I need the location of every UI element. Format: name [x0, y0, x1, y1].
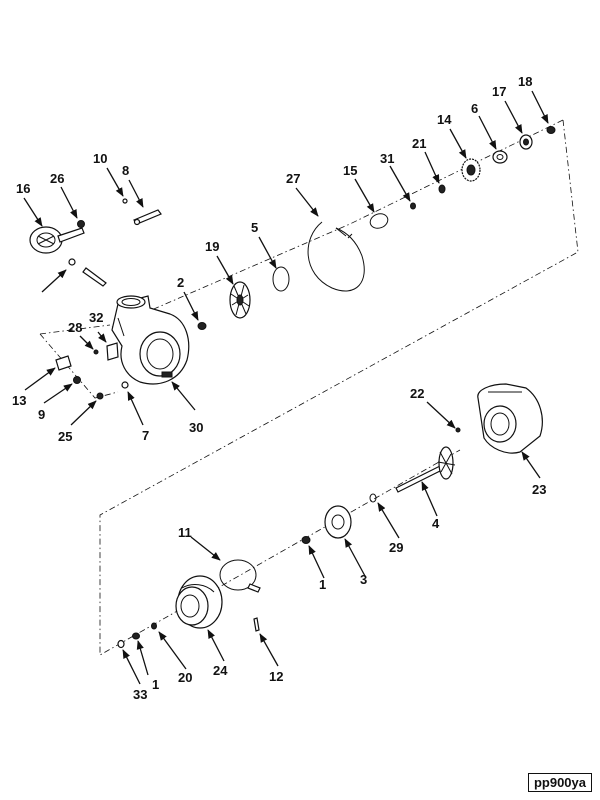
part-24-turbine-housing [175, 575, 223, 629]
part-16-actuator [29, 226, 85, 254]
part-5-snap-ring [272, 266, 290, 292]
callout-23: 23 [532, 482, 546, 497]
callout-16: 16 [16, 181, 30, 196]
actuator-link-rod [41, 258, 107, 293]
part-30-compressor-housing [111, 295, 190, 385]
callout-2: 2 [177, 275, 184, 290]
part-25-bolt [96, 392, 104, 400]
callout-13: 13 [12, 393, 26, 408]
callout-30: 30 [189, 420, 203, 435]
part-6-washer [492, 150, 508, 164]
part-1-nut-upper [301, 536, 311, 544]
part-22-screw [455, 427, 461, 433]
part-10-clip [122, 198, 128, 204]
callout-32: 32 [89, 310, 103, 325]
callout-33: 33 [133, 687, 147, 702]
callout-1-upper: 1 [319, 577, 326, 592]
part-4-turbine-shaft [395, 446, 456, 493]
callout-9: 9 [38, 407, 45, 422]
part-17-seal [519, 134, 533, 150]
part-21-washer [438, 184, 446, 194]
callout-26: 26 [50, 171, 64, 186]
leader-arrows [23, 90, 549, 685]
figure-reference-code: pp900ya [527, 773, 592, 792]
callout-12: 12 [269, 669, 283, 684]
callout-3: 3 [360, 572, 367, 587]
callout-21: 21 [412, 136, 426, 151]
callout-14: 14 [437, 112, 452, 127]
part-3-backplate [324, 505, 352, 539]
callout-labels: 16 26 10 8 27 15 31 21 14 6 17 18 19 5 2… [12, 74, 546, 702]
part-19-compressor-wheel [229, 281, 251, 319]
callout-6: 6 [471, 101, 478, 116]
callout-4: 4 [432, 516, 440, 531]
callout-20: 20 [178, 670, 192, 685]
callout-7: 7 [142, 428, 149, 443]
assembly-axis-lines [39, 119, 579, 656]
part-7-ring [121, 381, 129, 389]
callout-1-lower: 1 [152, 677, 159, 692]
part-33-washer [117, 639, 125, 649]
callout-28: 28 [68, 320, 82, 335]
callout-18: 18 [518, 74, 532, 89]
callout-5: 5 [251, 220, 258, 235]
callout-15: 15 [343, 163, 357, 178]
callout-10: 10 [93, 151, 107, 166]
part-12-bolt [253, 617, 260, 632]
part-32-plate [106, 342, 119, 361]
part-27-clamp-ring [307, 221, 365, 292]
callout-25: 25 [58, 429, 72, 444]
callout-19: 19 [205, 239, 219, 254]
part-9-nut [73, 376, 81, 384]
callout-29: 29 [389, 540, 403, 555]
callout-27: 27 [286, 171, 300, 186]
part-28-screw [93, 349, 99, 355]
part-14-gear [461, 158, 481, 182]
callout-31: 31 [380, 151, 394, 166]
part-15-o-ring [369, 213, 389, 229]
part-29-ring [369, 493, 377, 503]
callout-11: 11 [178, 525, 192, 540]
callout-17: 17 [492, 84, 506, 99]
part-23-bearing-housing [477, 383, 543, 454]
part-2-nut [197, 322, 207, 330]
part-20-stud [151, 622, 157, 630]
callout-8: 8 [122, 163, 129, 178]
part-11-v-clamp [219, 559, 261, 593]
part-8-lever [133, 209, 162, 226]
callout-24: 24 [213, 663, 228, 678]
part-18-nut [546, 126, 556, 134]
part-1-nut-lower [132, 632, 140, 640]
part-26-nut [77, 220, 85, 228]
part-13-sleeve [55, 355, 72, 371]
callout-22: 22 [410, 386, 424, 401]
part-31-ring [410, 202, 416, 210]
